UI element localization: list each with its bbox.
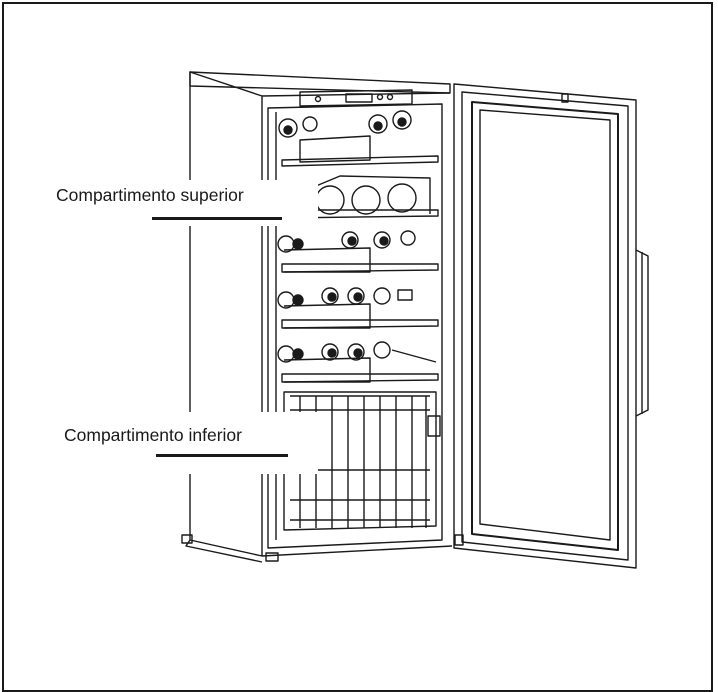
door bbox=[453, 83, 649, 569]
shelves bbox=[281, 155, 439, 383]
wine-cooler-illustration bbox=[181, 71, 649, 569]
upper-compartment-label: Compartimento superior bbox=[56, 185, 244, 205]
lower-leader-line bbox=[156, 454, 288, 457]
cabinet-body bbox=[181, 71, 453, 563]
upper-leader-line bbox=[152, 217, 282, 220]
lower-label-mask bbox=[56, 412, 318, 474]
lower-compartment-label: Compartimento inferior bbox=[64, 425, 242, 445]
control-panel bbox=[299, 89, 413, 107]
bottles bbox=[277, 110, 437, 383]
